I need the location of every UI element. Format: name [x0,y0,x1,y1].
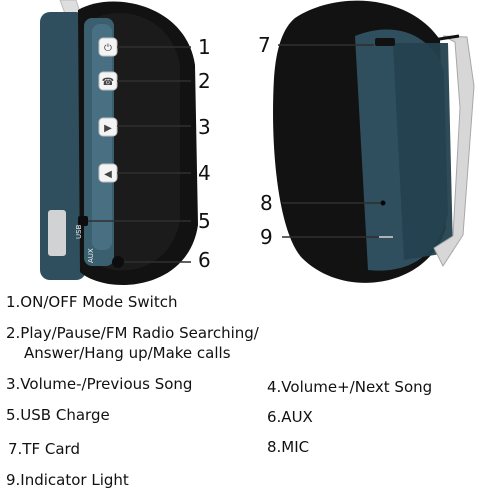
callout-9: 9 [260,225,273,249]
callout-3: 3 [198,115,211,139]
feature-play-pause-radio-call-line-2: Answer/Hang up/Make calls [24,344,231,362]
headphones-diagram: ⏻ ☎ ▶ ◀ USB AUX [40,0,475,285]
callout-lines [88,44,380,263]
left-control-buttons: ⏻ ☎ ▶ ◀ [98,37,118,183]
svg-text:◀: ◀ [104,169,112,180]
callout-2: 2 [198,69,211,93]
callout-7: 7 [258,33,271,57]
headband-hinge [433,35,475,268]
tf-card-slot [375,38,395,46]
feature-aux: 6.AUX [267,408,313,426]
feature-volume-down-previous: 3.Volume-/Previous Song [6,375,193,393]
feature-usb-charge: 5.USB Charge [6,406,110,424]
feature-indicator-light: 9.Indicator Light [6,471,129,489]
feature-volume-up-next: 4.Volume+/Next Song [267,378,433,396]
mic-hole [380,200,386,206]
feature-play-pause-radio-call: 2.Play/Pause/FM Radio Searching/ Answer/… [6,323,316,363]
usb-side-label: USB [75,224,83,239]
svg-text:⏻: ⏻ [104,43,112,54]
callout-1: 1 [198,35,211,59]
feature-play-pause-radio-call-line-1: 2.Play/Pause/FM Radio Searching/ [6,324,259,342]
aux-side-label: AUX [87,248,95,263]
left-headphone: ⏻ ☎ ▶ ◀ USB AUX [40,0,198,285]
aux-port [112,256,124,268]
callout-4: 4 [198,161,211,185]
feature-tf-card: 7.TF Card [8,440,80,458]
usb-port [78,216,88,226]
play-pause-button[interactable] [98,117,118,137]
feature-mic: 8.MIC [267,438,310,456]
svg-text:▶: ▶ [104,123,112,134]
callout-8: 8 [260,191,273,215]
right-headphone [273,0,475,283]
callout-6: 6 [198,248,211,272]
svg-text:☎: ☎ [102,77,114,88]
feature-on-off-mode-switch: 1.ON/OFF Mode Switch [6,293,178,311]
callout-5: 5 [198,209,211,233]
